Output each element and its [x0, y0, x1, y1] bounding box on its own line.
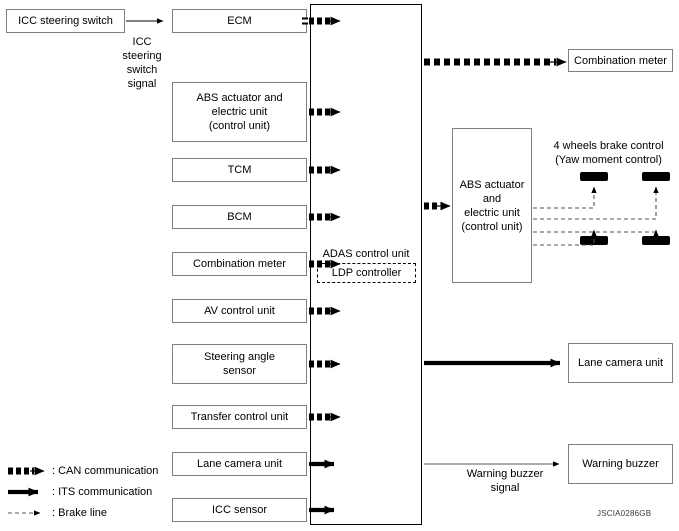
block-combination-meter-output[interactable]: Combination meter [568, 49, 673, 72]
brake-line-rear-right [533, 229, 659, 236]
wheel-rear-right [642, 236, 670, 245]
wheel-rear-left [580, 236, 608, 245]
diagram-id-code: JSCIA0286GB [597, 509, 652, 518]
legend-item-brake-label: : Brake line [52, 507, 108, 519]
block-ldp-controller[interactable]: LDP controller [317, 263, 416, 283]
label-warning-buzzer-signal: Warning buzzer signal [466, 468, 544, 494]
brake-line-front-right [533, 186, 659, 220]
adas-control-unit-title: ADAS control unit [322, 248, 410, 260]
wheel-front-left [580, 172, 608, 181]
block-icc-sensor[interactable]: ICC sensor [172, 498, 307, 522]
block-transfer-control-unit[interactable]: Transfer control unit [172, 405, 307, 429]
block-lane-camera-unit-output[interactable]: Lane camera unit [568, 343, 673, 383]
block-steering-angle-sensor[interactable]: Steering angle sensor [172, 344, 307, 384]
block-abs-actuator-input[interactable]: ABS actuator and electric unit (control … [172, 82, 307, 142]
block-bcm[interactable]: BCM [172, 205, 307, 229]
block-tcm[interactable]: TCM [172, 158, 307, 182]
block-lane-camera-unit-input[interactable]: Lane camera unit [172, 452, 307, 476]
block-ecm[interactable]: ECM [172, 9, 307, 33]
brake-line-front-left [533, 186, 597, 209]
brake-control-title: 4 wheels brake control (Yaw moment contr… [553, 140, 664, 166]
legend-item-can-label: : CAN communication [52, 465, 159, 477]
block-icc-steering-switch[interactable]: ICC steering switch [6, 9, 125, 33]
wheel-front-right [642, 172, 670, 181]
block-abs-actuator-output[interactable]: ABS actuator and electric unit (control … [452, 128, 532, 283]
block-av-control-unit[interactable]: AV control unit [172, 299, 307, 323]
label-icc-steering-switch-signal: ICC steering switch signal [122, 36, 162, 90]
block-warning-buzzer[interactable]: Warning buzzer [568, 444, 673, 484]
block-combination-meter-input[interactable]: Combination meter [172, 252, 307, 276]
legend-item-its-label: : ITS communication [52, 486, 153, 498]
